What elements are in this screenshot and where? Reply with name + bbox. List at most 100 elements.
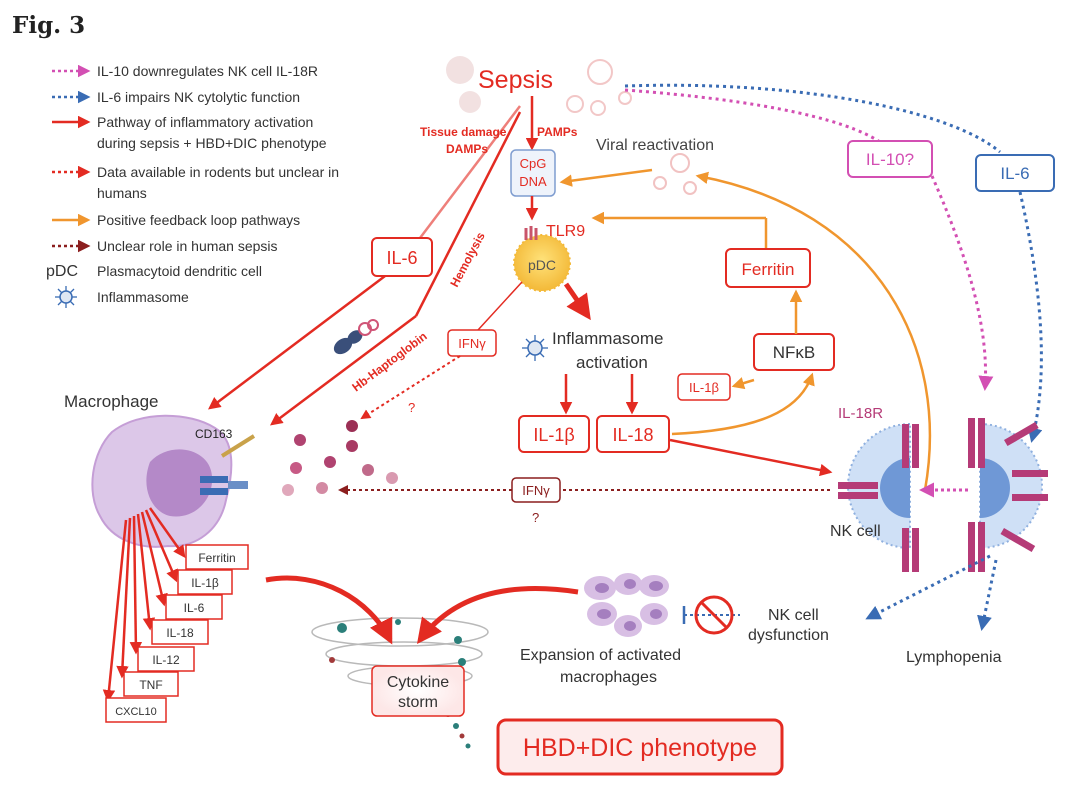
il18r-label: IL-18R [838, 405, 883, 422]
cd163-label: CD163 [195, 427, 233, 441]
particles [282, 420, 398, 496]
ifng-dashed-label: IFNγ [522, 483, 550, 498]
il10-box: IL-10? [847, 140, 933, 178]
cytokine-box: CXCL10 [105, 697, 167, 723]
cytokine-box: IL-6 [165, 594, 223, 620]
legend-text: Positive feedback loop pathways [97, 212, 300, 228]
arrow-il10-nk [930, 175, 994, 391]
legend-item-blue: IL-6 impairs NK cytolytic function [52, 89, 300, 105]
nfkb-label: NFκB [773, 343, 816, 362]
viral-reactivation-label: Viral reactivation [596, 137, 714, 154]
legend-text: IL-6 impairs NK cytolytic function [97, 89, 300, 105]
cytokine-box: TNF [123, 671, 179, 697]
ifng-dashed-box: IFNγ [511, 477, 561, 503]
cytokine-box: IL-18 [151, 619, 209, 645]
arrow-il6-nk [1018, 191, 1043, 443]
sepsis-label: Sepsis [478, 66, 553, 94]
legend-text: Unclear role in human sepsis [97, 238, 278, 254]
cd163-receptor-icon [220, 434, 256, 458]
il6-label: IL-6 [386, 248, 417, 268]
cpg-line1: CpG [520, 156, 547, 171]
arrow-sepsis-il10 [624, 88, 892, 152]
legend-text-2: during sepsis + HBD+DIC phenotype [97, 135, 327, 151]
legend-item-pdc: pDC Plasmacytoid dendritic cell [46, 263, 262, 280]
arrow-nk-dysfunction [865, 554, 991, 620]
il1b-label: IL-1β [533, 425, 574, 445]
arrow-ifng-macrophage [360, 355, 461, 420]
ifng-label: IFNγ [458, 336, 486, 351]
nk-cell-left [838, 422, 919, 572]
legend-text: Pathway of inflammatory activation [97, 114, 313, 130]
cytokine-box: Ferritin [185, 544, 249, 570]
legend-text: Inflammasome [97, 289, 189, 305]
svg-text:IL-1β: IL-1β [191, 576, 219, 590]
svg-text:TNF: TNF [139, 678, 162, 692]
ifng-box: IFNγ [447, 329, 497, 357]
macrophage-cytokine-arrows [102, 507, 186, 703]
legend-item-pink: IL-10 downregulates NK cell IL-18R [52, 63, 318, 79]
nk-dysfunction-line1: NK cell [768, 607, 819, 624]
arrow-hb-macrophage [270, 315, 417, 426]
nfkb-box: NFκB [753, 333, 835, 371]
legend-abbr: pDC [46, 263, 78, 280]
il6-right-label: IL-6 [1000, 164, 1029, 183]
arrow-sepsis-hemolysis [414, 111, 522, 317]
legend-item-darkred: Unclear role in human sepsis [52, 238, 278, 254]
cytokine-box: IL-1β [177, 569, 233, 595]
expansion-line2: macrophages [560, 669, 657, 686]
arrow-nk-viral [695, 171, 932, 491]
ferritin-box: Ferritin [725, 248, 811, 288]
pamps-label: PAMPs [537, 125, 578, 139]
phenotype-label: HBD+DIC phenotype [523, 734, 757, 762]
question-mark-2: ? [532, 510, 539, 525]
inhibition-icon [682, 595, 740, 635]
il1b-small-box: IL-1β [677, 373, 731, 401]
svg-text:IL-6: IL-6 [184, 601, 205, 615]
svg-text:IL-18: IL-18 [166, 626, 194, 640]
legend-item-orange: Positive feedback loop pathways [52, 212, 300, 228]
hemolysis-label: Hemolysis [447, 230, 488, 290]
hbd-dic-phenotype-box: HBD+DIC phenotype [496, 718, 784, 776]
svg-text:Ferritin: Ferritin [198, 551, 235, 565]
virus-icon [653, 153, 697, 195]
legend-item-inflammasome: Inflammasome [55, 286, 189, 308]
nk-cell-label: NK cell [830, 523, 881, 540]
cytokine-storm-line1: Cytokine [387, 674, 449, 691]
il18r-receptor-icon [968, 418, 1048, 572]
macrophage-label: Macrophage [64, 392, 159, 411]
arrow-viral-cpg [559, 168, 653, 187]
arrow-il18-nfkb [671, 372, 815, 436]
svg-text:IL-12: IL-12 [152, 653, 180, 667]
macrophage-cell [91, 414, 256, 548]
arrow-nk-lymphopenia [977, 559, 998, 631]
virus-cluster-icon [446, 56, 632, 116]
hb-haptoglobin-icon [333, 319, 379, 355]
inflammasome-icon [55, 286, 77, 308]
tlr9-label: TLR9 [546, 223, 585, 240]
cytokine-storm-line2: storm [398, 694, 438, 711]
il6-box: IL-6 [371, 237, 433, 277]
figure-label: Fig. 3 [12, 12, 86, 39]
receptor-icon [200, 476, 248, 495]
nk-dysfunction-line2: dysfunction [748, 627, 829, 644]
il18-box: IL-18 [596, 415, 670, 453]
arrow-expansion-storm [416, 586, 579, 644]
il1b-small-label: IL-1β [689, 380, 719, 395]
arrow-pdc-ifng [477, 281, 523, 331]
legend-text: Data available in rodents but unclear in [97, 164, 339, 180]
arrow-il6-macrophage [208, 275, 386, 410]
arrow-il18-nk [669, 438, 833, 477]
inflammasome-icon [522, 335, 548, 361]
cytokine-box: IL-12 [137, 646, 195, 672]
tissue-damage-label: Tissue damage [420, 125, 507, 139]
pdc-cell: pDC [513, 226, 571, 292]
damps-label: DAMPs [446, 142, 488, 156]
legend-text: Plasmacytoid dendritic cell [97, 263, 262, 279]
legend-item-red: Pathway of inflammatory activation durin… [52, 114, 327, 151]
il1b-box: IL-1β [518, 415, 590, 453]
arrow-nfkb-il1b [731, 377, 755, 390]
arrow-pdc-inflammasome [563, 282, 591, 321]
il18r-receptor-icon [838, 424, 919, 572]
cytokine-stack: Ferritin IL-1β IL-6 IL-18 IL-12 TNF CXCL… [105, 544, 249, 723]
